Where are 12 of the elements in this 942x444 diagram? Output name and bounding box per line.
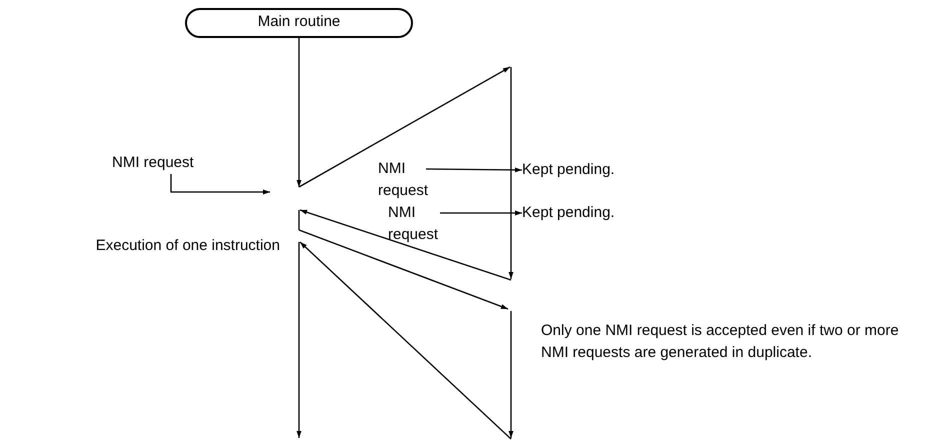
arrow [170, 174, 270, 194]
note-text: Only one NMI request is accepted even if two or more NMI requests are generated in duplicate. [541, 321, 900, 363]
terminal-box: Main routine [185, 8, 413, 38]
status-text: Kept pending. [522, 159, 632, 181]
arrow [296, 38, 302, 187]
arrow [426, 167, 522, 172]
request-label: NMI request [112, 152, 212, 174]
request-label: NMI request [378, 158, 426, 202]
arrow [440, 210, 522, 216]
request-label: NMI request [388, 202, 440, 246]
status-text: Kept pending. [522, 202, 632, 224]
step-label: Execution of one instruction [94, 236, 280, 256]
